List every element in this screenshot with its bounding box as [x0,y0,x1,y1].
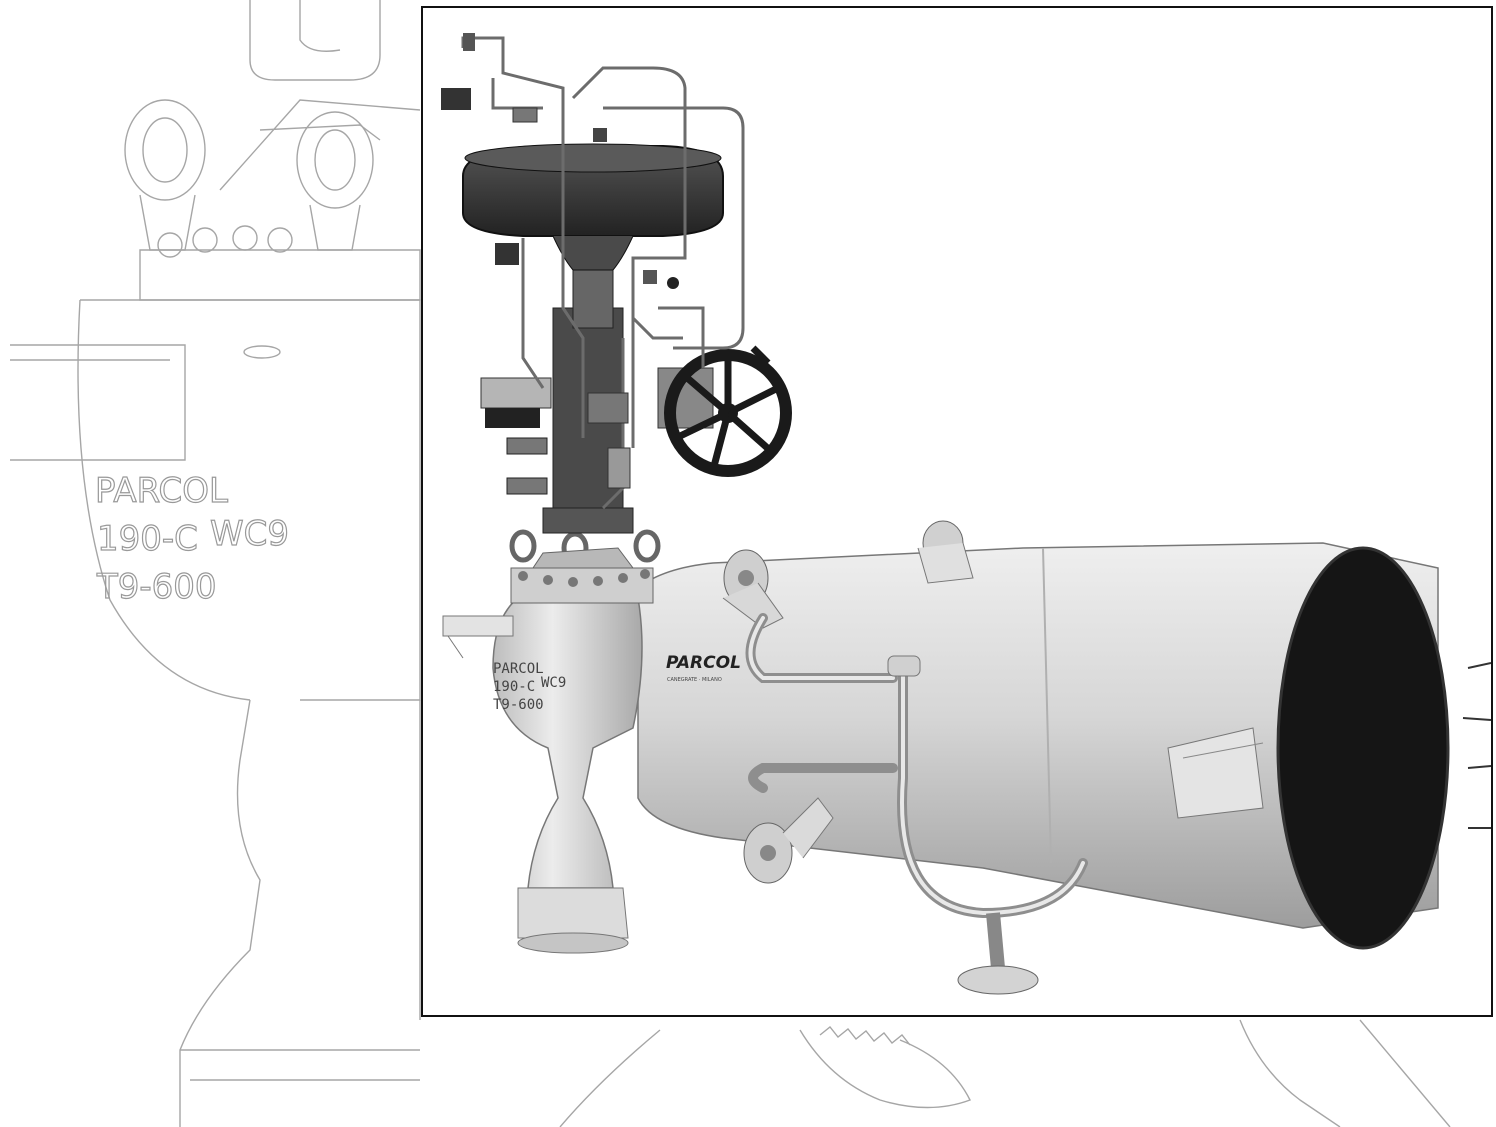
brand-logo: PARCOL [666,653,741,673]
diffuser-cone [637,542,1491,950]
brand-subtitle: CANEGRATE · MILANO [667,677,722,683]
diaphragm-actuator [462,143,724,271]
sketch-cast-line-3: T9-600 [96,567,217,607]
pipe-flange-foot [957,965,1039,995]
cast-line-1: PARCOL [493,661,544,677]
sketch-material: WC9 [210,514,289,554]
sketch-cast-line-1: PARCOL [95,471,228,511]
cast-material: WC9 [541,675,566,691]
lifting-eye-left-sketch [124,99,206,201]
cast-line-3: T9-600 [493,697,544,713]
positioner-assembly [480,377,552,495]
lifting-eye-3 [633,529,661,563]
cast-line-2: 190-C [493,679,535,695]
injection-flange-top [722,520,974,629]
lifting-eye-1 [509,529,537,563]
desuperheater-valve-photo: PARCOL CANEGRATE · MILANO PARCOL 190-C T… [441,33,1491,995]
valve-photo-frame: PARCOL CANEGRATE · MILANO PARCOL 190-C T… [421,6,1493,1017]
injection-flange-bottom [743,797,834,884]
valve-body [442,529,661,954]
cone-outlet-opening [1276,546,1450,950]
sketch-cast-line-2: 190-C [97,519,198,559]
handwheel [657,345,792,477]
instrument-fittings [441,33,679,489]
